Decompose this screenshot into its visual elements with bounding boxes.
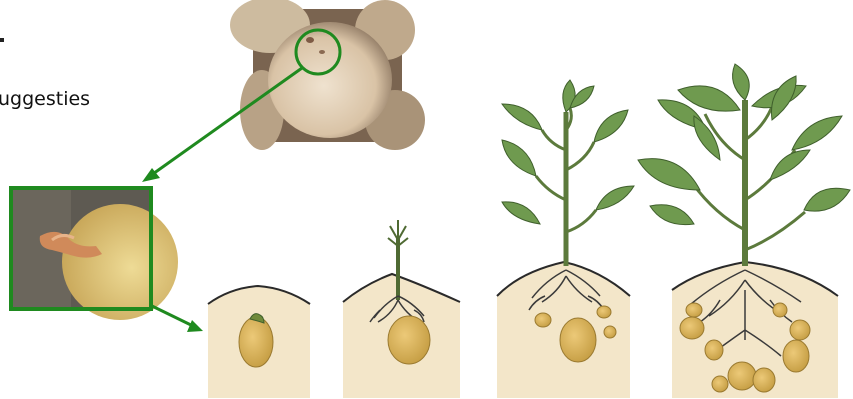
stage-3-young-plant	[497, 80, 634, 398]
stage-2-shoot-and-roots	[343, 220, 460, 398]
stage-4-mature-plant	[638, 64, 850, 398]
stage-1-sprouting-tuber	[208, 286, 310, 398]
arrow-to-stage-1	[152, 306, 203, 332]
potato-photo	[230, 0, 425, 150]
